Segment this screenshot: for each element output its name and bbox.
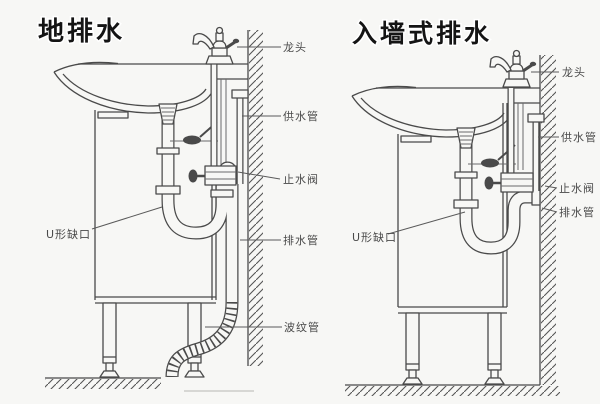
right-floor <box>345 384 560 396</box>
stop-valve <box>484 172 534 193</box>
right-label-stop-valve: 止水阀 <box>559 181 595 195</box>
right-diagram: 入墙式排水 <box>345 18 597 396</box>
wall-hatching <box>541 55 556 385</box>
pipe-nut <box>453 199 479 209</box>
right-supply-plumbing <box>484 88 545 193</box>
stop-valve <box>188 165 237 186</box>
left-title: 地排水 <box>38 17 125 47</box>
right-cabinet <box>397 103 508 314</box>
left-diagram: 地排水 <box>37 16 320 392</box>
left-label-stop-valve: 止水阀 <box>283 172 319 186</box>
left-wall <box>247 30 263 366</box>
supply-wall-fitting <box>527 113 545 123</box>
sink-bowl-inner <box>360 97 505 131</box>
valve-handle <box>188 169 198 183</box>
left-label-faucet: 龙头 <box>283 41 307 54</box>
right-wall <box>539 55 556 385</box>
sink-bowl-inner <box>62 73 207 107</box>
left-label-u-notch: U形缺口 <box>46 227 91 241</box>
right-label-faucet: 龙头 <box>562 66 586 79</box>
right-legs <box>402 312 505 385</box>
left-label-supply-pipe: 供水管 <box>283 109 319 123</box>
sink-bowl-outer <box>351 95 511 138</box>
valve-handle <box>484 176 494 190</box>
trap-nut <box>210 189 234 198</box>
right-label-drain-pipe: 排水管 <box>559 205 595 219</box>
pipe-flange <box>454 171 478 179</box>
right-counter-sink <box>351 85 540 138</box>
wall-hatching <box>249 30 263 366</box>
left-faucet-pipes <box>220 79 227 166</box>
right-label-supply-pipe: 供水管 <box>561 130 597 144</box>
sink-rim <box>53 61 119 73</box>
drawer-handle <box>400 135 432 143</box>
floor-hatching <box>45 379 161 389</box>
supply-wall-fitting <box>231 89 249 99</box>
pipe-nut <box>155 185 181 195</box>
drain-coupling <box>158 103 178 125</box>
floor-hatching <box>345 386 560 396</box>
left-annotations: 龙头 供水管 止水阀 排水管 波纹管 U形缺口 <box>46 41 320 334</box>
right-faucet-pipes <box>517 103 524 170</box>
left-label-drain-pipe: 排水管 <box>283 233 319 247</box>
right-label-u-notch: U形缺口 <box>352 230 397 244</box>
sink-bowl-outer <box>53 71 213 114</box>
corrugated-pipe <box>165 301 239 378</box>
left-supply-plumbing <box>188 64 249 186</box>
left-floor <box>45 377 254 392</box>
sink-rim <box>351 85 417 97</box>
pipe-flange <box>156 147 180 155</box>
right-annotations: 龙头 供水管 止水阀 排水管 U形缺口 <box>352 66 597 244</box>
left-label-corrugated-pipe: 波纹管 <box>284 320 320 334</box>
drawer-handle <box>97 111 129 119</box>
drain-coupling <box>456 127 476 149</box>
right-title: 入墙式排水 <box>352 19 492 48</box>
